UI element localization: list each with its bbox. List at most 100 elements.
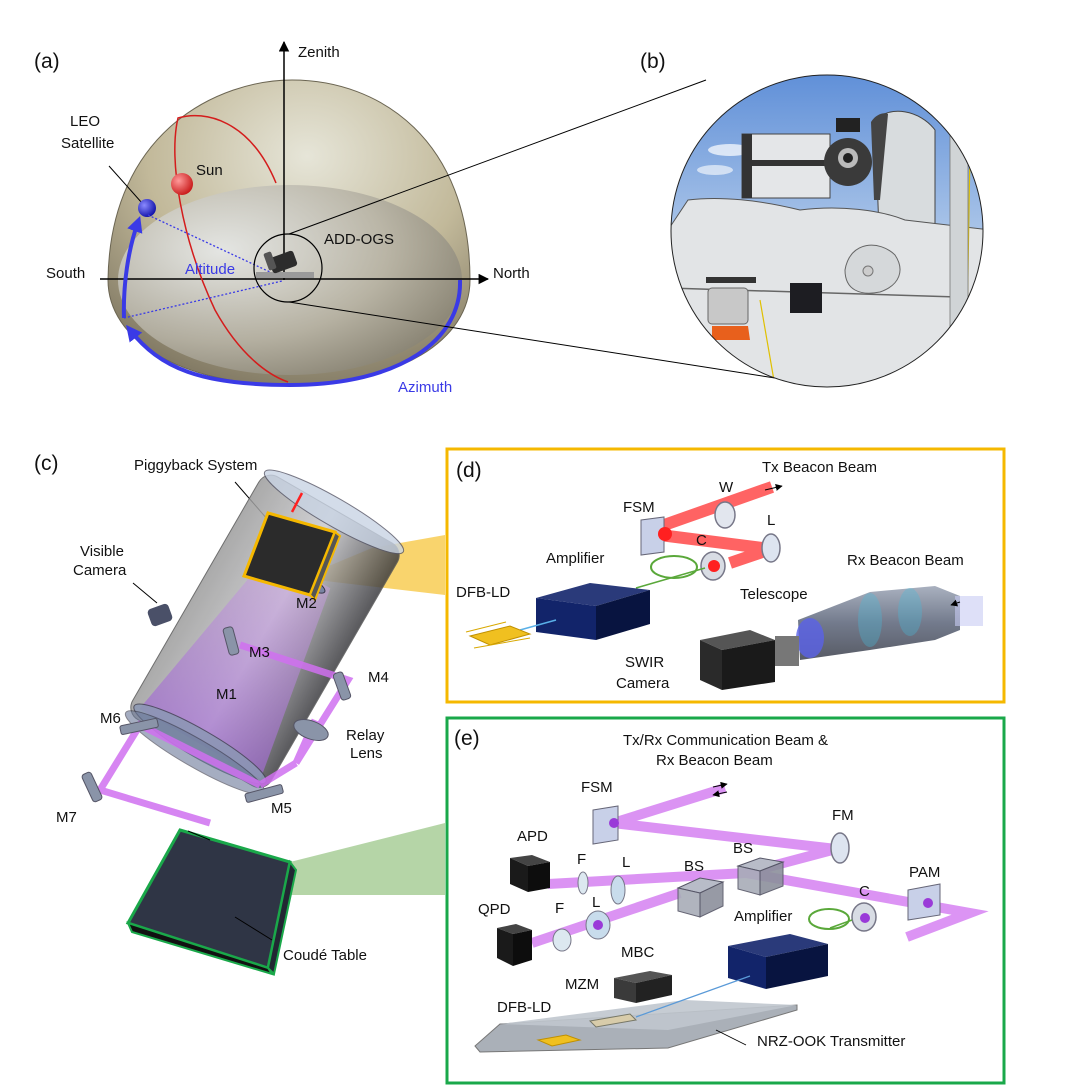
rx-telescope bbox=[796, 586, 983, 660]
window-w-icon bbox=[714, 501, 736, 529]
tx-fiber bbox=[635, 975, 751, 1018]
dfb-ld-label-e: DFB-LD bbox=[497, 999, 551, 1016]
fm-label: FM bbox=[832, 807, 854, 824]
ogs-telescope-icon bbox=[256, 250, 314, 278]
fsm-icon-e bbox=[592, 805, 619, 845]
photo-frame bbox=[670, 74, 984, 388]
amplifier-label-e: Amplifier bbox=[734, 908, 792, 925]
leo-leader-line bbox=[108, 165, 143, 204]
m1-label: M1 bbox=[216, 686, 237, 703]
altitude-label: Altitude bbox=[185, 261, 235, 278]
l1-label: L bbox=[622, 854, 630, 871]
dfb-ld-chip-e bbox=[536, 1034, 582, 1047]
dfb-fiber bbox=[519, 619, 557, 631]
collimator-c-icon-e bbox=[851, 902, 877, 932]
tx-beam-arrow bbox=[764, 484, 783, 491]
leo-satellite-icon bbox=[138, 199, 156, 217]
qpd-label: QPD bbox=[478, 901, 511, 918]
mbc-label: MBC bbox=[621, 944, 655, 961]
m2-label: M2 bbox=[296, 595, 317, 612]
mirror-m6 bbox=[119, 718, 159, 735]
fiber-line bbox=[635, 567, 706, 589]
piggyback-box bbox=[242, 511, 342, 602]
panel-d: (d) Tx Beacon Beam Rx Beacon Beam FSM W … bbox=[445, 447, 1006, 704]
mirror-m5 bbox=[244, 784, 284, 803]
relay-lens-label-line2: Lens bbox=[350, 745, 383, 762]
comm-beam-arrow-out bbox=[712, 781, 728, 789]
panel-a: (a) Zenith South North Sun LEO Satellite… bbox=[34, 40, 776, 396]
tx-beacon-label: Tx Beacon Beam bbox=[762, 459, 877, 476]
m4-label: M4 bbox=[368, 669, 389, 686]
swir-label-line1: SWIR bbox=[625, 654, 664, 671]
south-label: South bbox=[46, 265, 85, 282]
leo-label-line2: Satellite bbox=[61, 135, 114, 152]
sun-icon bbox=[171, 173, 193, 195]
fiber-coil bbox=[650, 555, 698, 579]
mzm-box bbox=[588, 1013, 638, 1028]
amplifier-label: Amplifier bbox=[546, 550, 604, 567]
coude-table-box bbox=[125, 828, 298, 977]
apd-icon bbox=[510, 855, 550, 892]
panel-e-label: (e) bbox=[454, 727, 480, 750]
comm-beam-arrow-in bbox=[712, 790, 728, 798]
tx-beam-red bbox=[290, 492, 304, 513]
ogs-photo bbox=[671, 75, 983, 387]
m7-label: M7 bbox=[56, 809, 77, 826]
l-label: L bbox=[767, 512, 775, 529]
mzm-label: MZM bbox=[565, 976, 599, 993]
filter-f1-icon bbox=[577, 871, 589, 895]
panel-a-label: (a) bbox=[34, 50, 60, 73]
apd-label: APD bbox=[517, 828, 548, 845]
coude-table-leader bbox=[234, 916, 273, 941]
pam-icon bbox=[907, 883, 941, 921]
swir-label-line2: Camera bbox=[616, 675, 670, 692]
l2-label: L bbox=[592, 894, 600, 911]
lens-l-icon bbox=[761, 533, 781, 563]
altitude-arrow bbox=[121, 215, 143, 319]
swir-camera-icon bbox=[700, 630, 799, 690]
panel-c: (c) Piggyback System Visible Camera bbox=[34, 452, 445, 977]
fsm-label: FSM bbox=[623, 499, 655, 516]
f1-label: F bbox=[577, 851, 586, 868]
horizon-projection-line bbox=[123, 280, 283, 319]
dfb-ld-chip bbox=[465, 621, 532, 649]
piggyback-label: Piggyback System bbox=[134, 457, 257, 474]
panel-e: (e) Tx/Rx Communication Beam & Rx Beacon… bbox=[445, 716, 1006, 1085]
north-label: North bbox=[493, 265, 530, 282]
pam-label: PAM bbox=[909, 864, 940, 881]
lens-l1-icon bbox=[610, 875, 626, 905]
f2-label: F bbox=[555, 900, 564, 917]
panel-b-label: (b) bbox=[640, 50, 666, 73]
amplifier-box bbox=[536, 583, 650, 640]
m5-label: M5 bbox=[271, 800, 292, 817]
panel-c-label: (c) bbox=[34, 452, 59, 475]
panel-e-title-line2: Rx Beacon Beam bbox=[656, 752, 773, 769]
ogs-label: ADD-OGS bbox=[324, 231, 394, 248]
c-label: C bbox=[696, 532, 707, 549]
panel-b: (b) bbox=[640, 50, 984, 388]
zoom-line-bottom bbox=[288, 301, 776, 379]
coude-table-label: Coudé Table bbox=[283, 947, 367, 964]
fold-mirror-fm-icon bbox=[830, 832, 850, 864]
fsm-icon bbox=[640, 516, 672, 556]
lens-l2-icon bbox=[585, 910, 611, 940]
zoom-line-top bbox=[288, 79, 707, 235]
amplifier-box-e bbox=[728, 934, 828, 989]
projection-wedge-e bbox=[285, 823, 445, 895]
visible-camera-leader bbox=[132, 582, 158, 604]
c-label-e: C bbox=[859, 883, 870, 900]
telescope-label: Telescope bbox=[740, 586, 808, 603]
bs1-label: BS bbox=[684, 858, 704, 875]
transmitter-label: NRZ-OOK Transmitter bbox=[757, 1033, 905, 1050]
visible-camera-label-line1: Visible bbox=[80, 543, 124, 560]
visible-camera-icon bbox=[147, 603, 173, 627]
azimuth-label: Azimuth bbox=[398, 379, 452, 396]
mirror-m3 bbox=[222, 626, 240, 656]
fiber-coil-e bbox=[808, 908, 850, 930]
mirror-m4 bbox=[332, 671, 352, 701]
bs2-label: BS bbox=[733, 840, 753, 857]
azimuth-arrow bbox=[126, 279, 463, 388]
leo-label-line1: LEO bbox=[70, 113, 100, 130]
mbc-box bbox=[614, 971, 672, 1003]
sun-path bbox=[174, 114, 289, 383]
